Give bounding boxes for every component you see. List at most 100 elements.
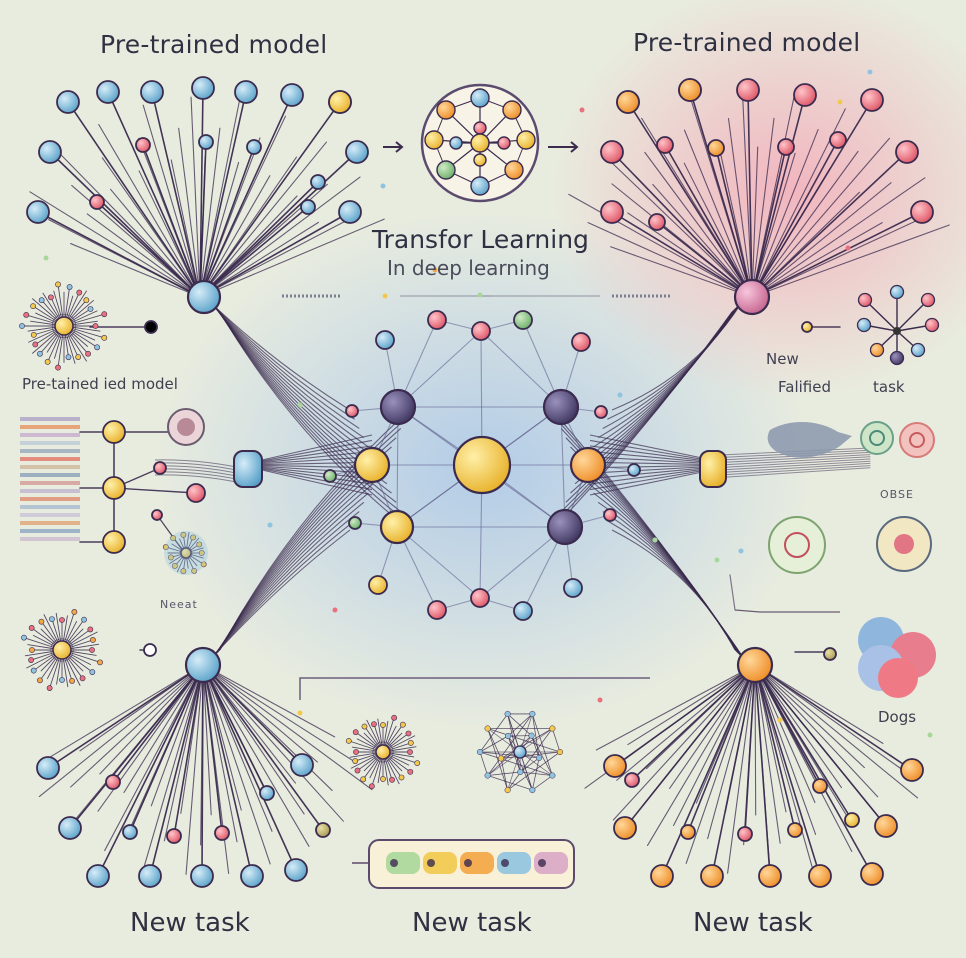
edge [589,468,713,491]
edge [520,757,540,773]
ray-tip [30,331,37,338]
edge [199,161,240,298]
node [214,825,230,841]
ray-tip [101,334,108,341]
node [246,139,262,155]
ray-tip [37,350,43,357]
node [198,134,214,150]
feature-bar [20,425,80,429]
edge [616,664,756,781]
edge [719,465,871,476]
edge [719,462,871,473]
bottom-center-task: New task [412,908,532,938]
edge [589,466,713,480]
edge [627,664,756,746]
edge [754,664,781,844]
ray-tip [368,783,375,790]
edge [210,302,355,420]
sparkle [579,107,585,113]
node [38,140,62,164]
feature-bar [20,513,80,517]
arrow-right-icon [383,141,404,153]
edge [68,664,204,828]
edge [202,664,318,763]
mini-node [529,710,536,718]
edge [896,299,929,332]
edge [199,156,206,298]
edge [719,460,871,471]
edge [479,751,489,776]
ring-core [177,418,195,436]
edge [719,456,871,466]
ray-tip [407,768,414,775]
bracket-line [299,677,650,700]
edge [202,664,273,832]
edge [199,115,287,298]
node [368,575,388,595]
edge [751,152,796,298]
ray-tip [94,344,101,351]
edge [202,664,297,871]
edge [507,713,533,737]
ray-tip [59,677,65,683]
ray-tip [191,568,198,574]
ray-tip [30,303,36,310]
arrow-right-icon [548,141,579,153]
node [427,310,447,330]
sparkle [837,99,843,105]
edge [683,129,753,298]
edge [199,151,358,298]
network-icon [476,710,564,794]
edge [67,101,201,298]
mini-node [857,292,873,308]
edge [202,664,356,763]
edge [741,86,753,298]
ring [50,638,74,662]
sparkle [927,732,933,738]
starburst-icon [345,714,421,790]
edge [185,664,204,875]
node [624,772,640,788]
edge [143,664,204,868]
token-pill [497,852,531,874]
mini-node [528,732,535,739]
edge [142,104,201,298]
edge [507,751,561,791]
feature-bar [20,433,80,437]
node [860,862,884,886]
edge [199,195,298,298]
core [180,547,192,559]
edge [519,751,553,776]
node [736,78,760,102]
ray-tip [85,350,91,357]
mini-node [504,732,512,740]
node [513,310,533,330]
edge [589,450,713,464]
node [910,200,934,224]
right-obse-label: OBSE [880,488,914,501]
ray-tip [162,544,169,550]
token-pill [460,852,494,874]
edge [551,728,561,753]
edge [727,664,756,874]
mini-node [484,725,491,732]
edge [751,151,908,298]
edge [202,664,297,784]
ray-tip [190,534,196,541]
ray-tip [28,657,34,663]
ring [179,546,193,560]
edge [754,664,816,804]
edge [261,445,373,463]
fish-shape-icon [767,421,852,458]
ray-tip [352,758,359,764]
edge [531,713,540,758]
port-node [233,450,263,488]
node [323,469,337,483]
sparkle [738,548,744,554]
edge [211,303,365,439]
edge [754,664,821,877]
edge [202,664,305,815]
edge [97,664,204,877]
edge [864,299,898,332]
right-new-label: New [766,350,799,368]
